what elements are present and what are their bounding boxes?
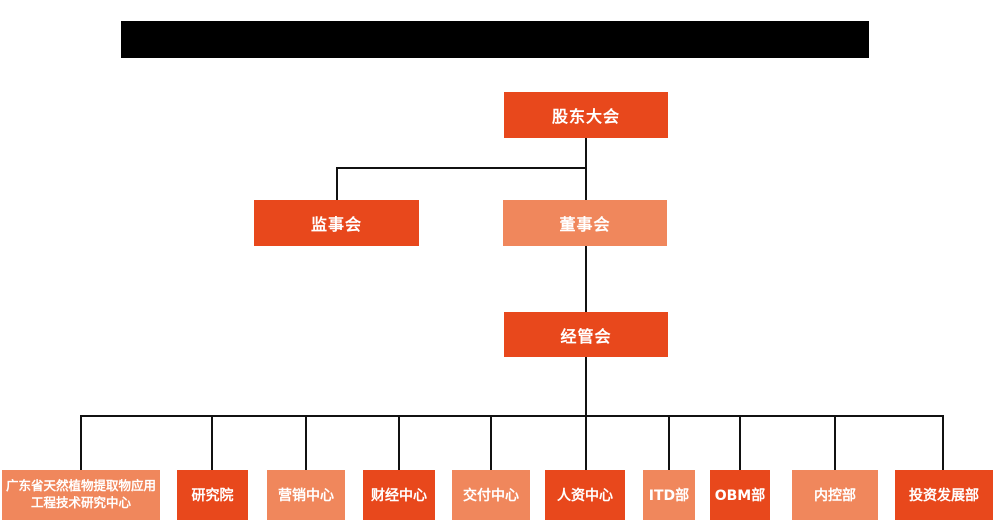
org-node-investment-development-department: 投资发展部 — [895, 470, 993, 520]
connector-board-management — [585, 246, 587, 312]
org-node-itd-department: ITD部 — [643, 470, 695, 520]
connector-departments-bus — [80, 415, 944, 417]
connector-management-bus — [585, 357, 587, 417]
connector-dept-drop — [834, 416, 836, 470]
org-node-hr-center: 人资中心 — [545, 470, 625, 520]
org-node-research-center-guangdong: 广东省天然植物提取物应用工程技术研究中心 — [2, 470, 160, 520]
org-node-finance-center: 财经中心 — [363, 470, 435, 520]
connector-level2-horizontal — [336, 167, 587, 169]
connector-dept-drop — [739, 416, 741, 470]
org-node-research-institute: 研究院 — [177, 470, 248, 520]
org-node-delivery-center: 交付中心 — [452, 470, 530, 520]
org-node-management-committee: 经管会 — [504, 312, 668, 357]
connector-dept-drop — [942, 416, 944, 470]
connector-dept-drop — [398, 416, 400, 470]
org-node-obm-department: OBM部 — [710, 470, 770, 520]
connector-dept-drop — [585, 416, 587, 470]
connector-dept-drop — [668, 416, 670, 470]
org-node-board-of-directors: 董事会 — [503, 200, 667, 246]
org-node-internal-control-department: 内控部 — [792, 470, 878, 520]
connector-dept-drop — [490, 416, 492, 470]
connector-dept-drop — [80, 416, 82, 470]
connector-supervisory-drop — [336, 167, 338, 200]
connector-dept-drop — [305, 416, 307, 470]
connector-shareholders-down — [585, 138, 587, 200]
org-node-supervisory-board: 监事会 — [254, 200, 419, 246]
connector-dept-drop — [211, 416, 213, 470]
redacted-title-bar — [121, 21, 869, 58]
org-node-shareholders-meeting: 股东大会 — [504, 92, 668, 138]
org-node-marketing-center: 营销中心 — [267, 470, 345, 520]
